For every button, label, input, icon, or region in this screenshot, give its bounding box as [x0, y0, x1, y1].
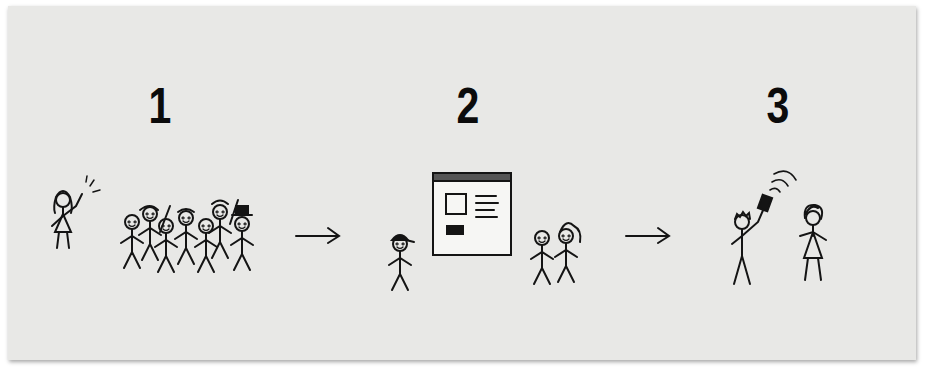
sketch-stroke — [626, 235, 668, 237]
sketch-stroke — [735, 215, 749, 229]
sketch-stroke — [732, 208, 764, 244]
sketch-stroke — [160, 206, 170, 232]
sketch-stroke — [447, 226, 463, 234]
sketch-stroke — [52, 216, 63, 226]
panel-one — [52, 176, 339, 272]
sketch-stroke — [209, 205, 231, 258]
panel-two — [389, 173, 669, 290]
sketch-stroke — [531, 231, 553, 284]
step-number: 3 — [767, 81, 790, 131]
sketch-stroke — [140, 201, 228, 213]
sketch-stroke — [560, 223, 580, 242]
sketch-stroke — [231, 217, 253, 270]
sketch-stroke — [805, 205, 822, 219]
sketch-stroke — [389, 237, 411, 290]
sketch-stroke — [770, 171, 796, 192]
step-number: 2 — [457, 81, 480, 131]
panel-three — [732, 171, 826, 284]
sketch-stroke — [328, 228, 339, 243]
sketch-stroke — [232, 214, 252, 216]
sketch-stroke — [555, 229, 577, 282]
sketch-stroke — [139, 207, 161, 260]
sketch-stroke — [86, 176, 87, 182]
sketch-stroke — [806, 211, 820, 225]
sketch-stroke — [446, 194, 466, 214]
sketch-stroke — [155, 219, 177, 272]
sketch-stroke — [476, 209, 494, 211]
sketch-stroke — [93, 190, 100, 192]
sketch-stroke — [735, 212, 750, 219]
sketch-stroke — [67, 232, 69, 248]
sketch-stroke — [57, 232, 59, 248]
sketch-stroke — [195, 219, 217, 272]
sketch-stroke — [175, 211, 197, 264]
sketch-stroke — [818, 258, 821, 280]
step-number: 1 — [149, 81, 172, 131]
sketch-stroke — [296, 235, 338, 237]
sketch-stroke — [476, 202, 498, 204]
sketch-stroke — [433, 173, 511, 255]
sketch-stroke — [741, 229, 743, 256]
sketch-stroke — [658, 228, 669, 243]
sketch-stroke — [800, 232, 826, 240]
sketch-stroke — [90, 180, 94, 186]
sketch-stroke — [236, 206, 248, 215]
sketch-stroke — [63, 194, 82, 216]
sketch-stroke — [758, 195, 772, 212]
sketch-stroke — [734, 256, 750, 284]
sketch-stroke — [476, 216, 497, 218]
sketch-stroke — [121, 215, 143, 268]
sketch-stroke — [433, 173, 511, 181]
sketch-stroke — [406, 240, 414, 242]
sketch-stroke — [476, 195, 496, 197]
sketch-stroke — [805, 258, 808, 280]
